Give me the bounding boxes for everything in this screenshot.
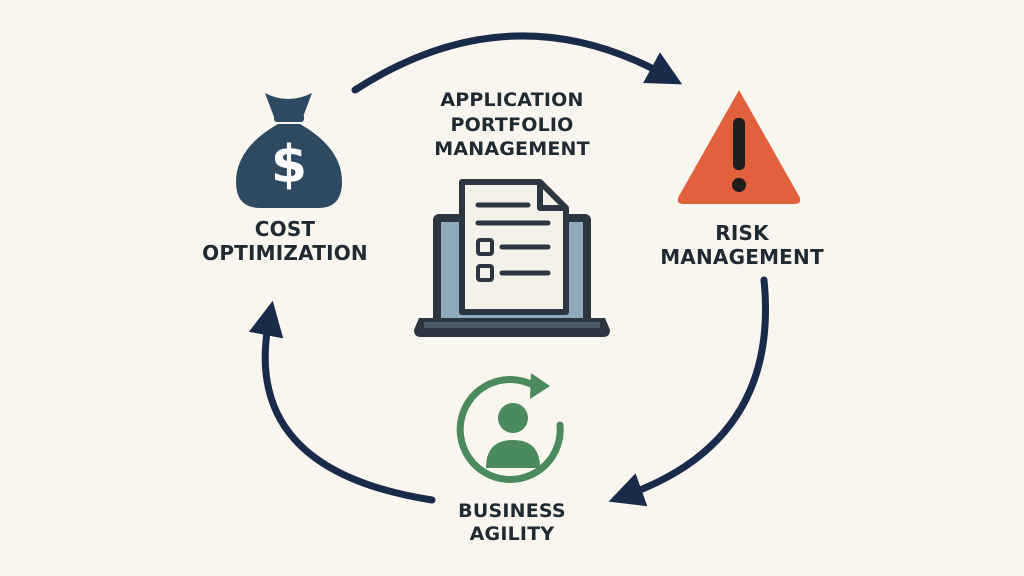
cost-optimization-label: COST OPTIMIZATION <box>192 217 378 265</box>
arrow-risk-to-agility <box>608 276 769 507</box>
cost-label-line: COST <box>254 217 316 241</box>
arrow-cost-to-risk <box>351 32 683 94</box>
agility-label-line: BUSINESS <box>458 500 566 522</box>
center-title-line: PORTFOLIO <box>450 113 574 136</box>
agility-label-line: AGILITY <box>469 522 555 545</box>
business-agility-label: BUSINESS AGILITY <box>435 500 589 546</box>
arrow-agility-to-cost <box>248 300 436 504</box>
center-title-line: MANAGEMENT <box>434 138 590 161</box>
svg-text:$: $ <box>271 135 307 195</box>
cost-label-line: OPTIMIZATION <box>202 241 368 265</box>
risk-management-label: RISK MANAGEMENT <box>642 221 842 269</box>
risk-label-line: MANAGEMENT <box>660 245 824 269</box>
center-title: APPLICATION PORTFOLIO MANAGEMENT <box>420 88 604 162</box>
center-title-line: APPLICATION <box>440 89 584 111</box>
risk-label-line: RISK <box>715 221 769 245</box>
